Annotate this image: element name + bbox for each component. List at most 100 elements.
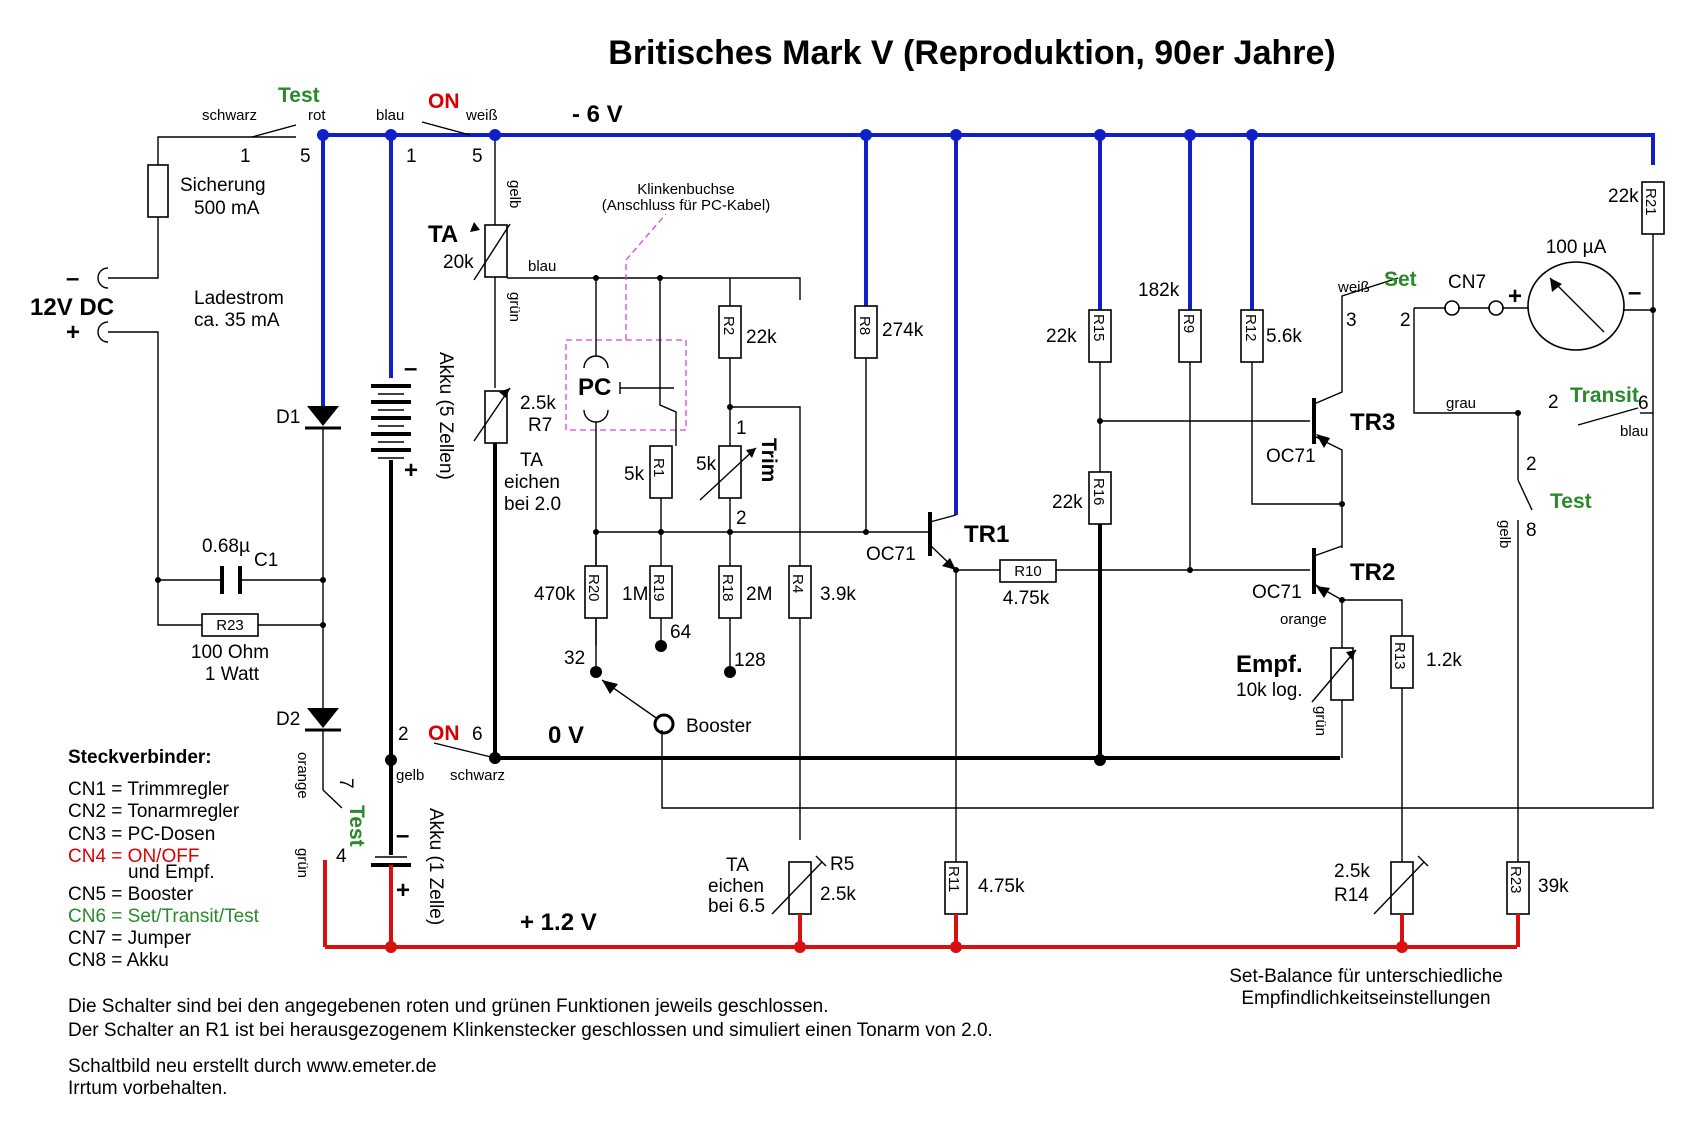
empf-value: 10k log. (1236, 680, 1303, 701)
wire-orange-left: orange (294, 752, 311, 799)
switch-on-bottom-p6: 6 (472, 724, 483, 745)
resistor-r9: R9 182k (1138, 135, 1202, 570)
r7-value: 2.5k (520, 393, 556, 414)
r19-value: 1M (622, 584, 648, 605)
dc-label: 12V DC (30, 294, 114, 321)
pot-r14: 2.5k R14 (1334, 855, 1429, 947)
r7-name: R7 (528, 415, 552, 436)
r14-value: 2.5k (1334, 861, 1370, 882)
r20-name: R20 (585, 574, 602, 602)
rail-pos12v-label: + 1.2 V (520, 909, 597, 936)
test-right-wire-gelb: gelb (1496, 520, 1513, 548)
set-balance-line1: Set-Balance für unterschiedliche (1229, 966, 1503, 987)
schematic-title: Britisches Mark V (Reproduktion, 90er Ja… (608, 34, 1335, 72)
resistor-r10: R10 4.75k (999, 559, 1310, 609)
wire-schwarz-label: schwarz (202, 107, 257, 124)
resistor-r18: R18 2M 128 (718, 532, 772, 672)
tr2-name: TR2 (1350, 559, 1395, 586)
cn7-label: CN7 (1448, 272, 1486, 293)
switch-test-right[interactable]: 2 Test gelb 8 (1496, 413, 1592, 862)
booster-switch[interactable]: Booster 32 (564, 648, 752, 737)
test-right-label: Test (1550, 490, 1592, 513)
transistor-tr1: TR1 OC71 (866, 135, 1009, 870)
r5-value: 2.5k (820, 884, 856, 905)
legend-cn4: CN4 = ON/OFF (68, 846, 199, 867)
jack-bottom-contact-icon (583, 409, 609, 423)
akku5-label: Akku (5 Zellen) (435, 352, 456, 480)
resistor-r4: R4 3.9k (788, 565, 856, 619)
akku1-minus: – (396, 822, 409, 849)
c1-name: C1 (254, 550, 278, 571)
trim-label: Trim (757, 438, 780, 482)
rail-zero: 0 V (495, 722, 1340, 760)
wire-rot-label: rot (308, 107, 326, 124)
wire-gelb-bottom: gelb (396, 767, 424, 784)
switch-on-bottom-p2: 2 (398, 724, 409, 745)
r13-name: R13 (1391, 642, 1408, 670)
legend-cn3: CN3 = PC-Dosen (68, 824, 215, 845)
charge-value: ca. 35 mA (194, 310, 280, 331)
ta-label: TA (428, 221, 458, 248)
transit-wire-grau: grau (1446, 395, 1476, 412)
switch-on-label: ON (428, 90, 460, 113)
resistor-r20: R20 470k (534, 532, 608, 672)
ta-wire-blau: blau (528, 258, 556, 275)
ta-wire-gelb: gelb (506, 180, 523, 208)
switch-set[interactable]: weiß Set 3 2 (1337, 268, 1446, 331)
resistor-r1: R1 5k (624, 445, 673, 532)
jack-label2: (Anschluss für PC-Kabel) (602, 197, 770, 214)
r23b-value: 39k (1538, 876, 1569, 897)
legend-cn6: CN6 = Set/Transit/Test (68, 906, 260, 927)
booster-label: Booster (686, 716, 752, 737)
rail-pos12v: + 1.2 V (325, 909, 1517, 949)
r7-note3: bei 2.0 (504, 494, 561, 515)
switch-test-left-label: Test (345, 805, 368, 847)
battery-5-cells: – + Akku (5 Zellen) (371, 135, 456, 760)
akku5-plus: + (404, 457, 418, 484)
legend-cn4b: und Empf. (128, 862, 215, 883)
dc-plus: + (66, 319, 80, 346)
charge-label: Ladestrom (194, 288, 284, 309)
junction-dots (155, 129, 1656, 953)
switch-on-bottom-label: ON (428, 722, 460, 745)
trim-p2: 2 (736, 508, 747, 529)
rail-neg6v: - 6 V (323, 101, 1655, 165)
r15-value: 22k (1046, 326, 1077, 347)
r8-name: R8 (856, 316, 873, 335)
r5-note2: eichen (708, 876, 764, 897)
r9-value: 182k (1138, 280, 1180, 301)
jack-plus-icon (97, 321, 109, 343)
rail-zero-label: 0 V (548, 722, 584, 749)
tr2-wire-orange: orange (1280, 611, 1327, 628)
pin-5: 5 (300, 146, 311, 167)
jack-minus-icon (97, 267, 109, 289)
r2-name: R2 (720, 316, 737, 335)
pot-ta: TA 20k gelb blau grün (428, 135, 801, 388)
r13-value: 1.2k (1426, 650, 1462, 671)
capacitor-c1: 0.68µ C1 (158, 536, 323, 594)
switch-test-left: orange 7 Test grün 4 (294, 752, 368, 947)
note-line4: Irrtum vorbehalten. (68, 1078, 227, 1099)
r11-value: 4.75k (978, 876, 1025, 897)
r23a-value1: 100 Ohm (191, 642, 269, 663)
r9-name: R9 (1180, 314, 1197, 333)
r15-name: R15 (1090, 314, 1107, 342)
resistor-r2: R2 22k (718, 278, 777, 446)
switch-transit[interactable]: grau 2 Transit 6 blau (1413, 308, 1653, 440)
r18-value: 2M (746, 584, 772, 605)
meter-minus: – (1628, 279, 1641, 306)
pot-empf: Empf. 10k log. grün (1236, 647, 1357, 758)
r16-name: R16 (1090, 478, 1107, 506)
note-line1: Die Schalter sind bei den angegebenen ro… (68, 996, 829, 1017)
akku1-plus: + (396, 877, 410, 904)
akku5-minus: – (404, 355, 417, 382)
diode-d1-icon (307, 406, 339, 426)
r18-tap: 128 (734, 650, 766, 671)
r12-name: R12 (1242, 314, 1259, 342)
r5-note1: TA (726, 855, 749, 876)
trim-p1: 1 (736, 418, 747, 439)
r19-tap: 64 (670, 622, 692, 643)
dc-minus: – (66, 265, 79, 292)
ta-value: 20k (443, 252, 474, 273)
